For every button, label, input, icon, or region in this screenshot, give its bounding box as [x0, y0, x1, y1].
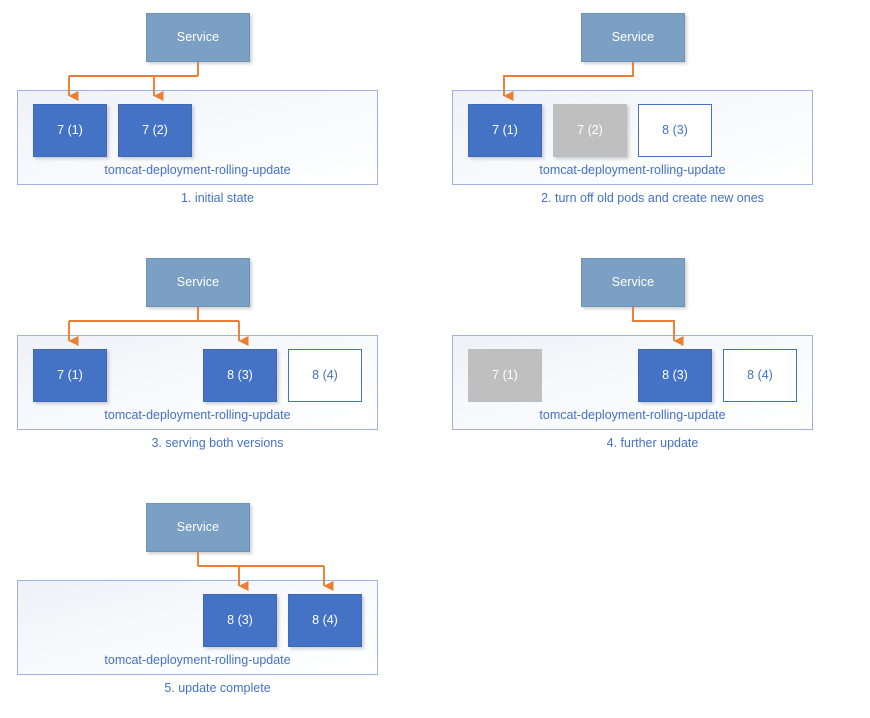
pod-slot-1: 7 (1)	[468, 104, 542, 157]
pod-row: 8 (3)8 (4)	[33, 594, 363, 647]
pod-box: 8 (3)	[638, 349, 712, 402]
deployment-container: 7 (1)7 (2) tomcat-deployment-rolling-upda…	[17, 90, 378, 185]
step-caption: 5. update complete	[164, 681, 271, 695]
pod-slot-1	[33, 594, 107, 647]
service-box: Service	[581, 258, 685, 307]
diagram-step-5: Service 8 (3)8 (4) tomcat-deployment-rolli…	[0, 490, 435, 715]
pod-slot-1: 7 (1)	[33, 104, 107, 157]
pod-box: 7 (1)	[468, 349, 542, 402]
service-label: Service	[176, 275, 220, 290]
pod-box: 8 (3)	[203, 349, 277, 402]
step-caption: 4. further update	[606, 436, 699, 450]
arrow-bus	[69, 62, 199, 77]
deployment-name-label: tomcat-deployment-rolling-update	[539, 162, 726, 177]
pod-slot-1: 7 (1)	[33, 349, 107, 402]
pod-slot-3: 8 (3)	[638, 104, 712, 157]
pod-box: 7 (1)	[33, 349, 107, 402]
arrow-bus	[69, 307, 239, 322]
pod-slot-4	[723, 104, 797, 157]
pod-slot-4: 8 (4)	[288, 594, 362, 647]
deployment-name-label: tomcat-deployment-rolling-update	[104, 407, 291, 422]
pod-slot-2: 7 (2)	[118, 104, 192, 157]
pod-slot-3: 8 (3)	[203, 349, 277, 402]
pod-box: 8 (3)	[638, 104, 712, 157]
deployment-name-label: tomcat-deployment-rolling-update	[104, 652, 291, 667]
service-box: Service	[146, 13, 250, 62]
step-caption: 1. initial state	[181, 191, 254, 205]
pod-box: 8 (4)	[288, 594, 362, 647]
diagram-step-4: Service 7 (1) 8 (3)8 (4) tomcat-deployment-…	[435, 245, 870, 470]
step-caption: 2. turn off old pods and create new ones	[541, 191, 764, 205]
pod-slot-4	[288, 104, 362, 157]
service-label: Service	[176, 520, 220, 535]
pod-slot-3: 8 (3)	[638, 349, 712, 402]
step-caption: 3. serving both versions	[151, 436, 284, 450]
diagram-step-3: Service 7 (1) 8 (3)8 (4) tomcat-deployment-…	[0, 245, 435, 470]
pod-box: 7 (2)	[118, 104, 192, 157]
pod-slot-3: 8 (3)	[203, 594, 277, 647]
deployment-container: 7 (1) 8 (3)8 (4) tomcat-deployment-rolling…	[452, 335, 813, 430]
pod-box: 8 (3)	[203, 594, 277, 647]
service-label: Service	[611, 275, 655, 290]
pod-row: 7 (1) 8 (3)8 (4)	[468, 349, 798, 402]
diagram-step-2: Service 7 (1)7 (2)8 (3) tomcat-deployment-…	[435, 0, 870, 225]
service-box: Service	[146, 503, 250, 552]
service-label: Service	[611, 30, 655, 45]
pod-box: 8 (4)	[723, 349, 797, 402]
pod-row: 7 (1)7 (2)	[33, 104, 363, 157]
pod-row: 7 (1) 8 (3)8 (4)	[33, 349, 363, 402]
pod-box: 8 (4)	[288, 349, 362, 402]
pod-slot-3	[203, 104, 277, 157]
pod-slot-2: 7 (2)	[553, 104, 627, 157]
deployment-container: 7 (1) 8 (3)8 (4) tomcat-deployment-rolling…	[17, 335, 378, 430]
deployment-name-label: tomcat-deployment-rolling-update	[104, 162, 291, 177]
arrow-bus	[197, 552, 324, 567]
pod-box: 7 (1)	[33, 104, 107, 157]
pod-slot-4: 8 (4)	[288, 349, 362, 402]
pod-slot-4: 8 (4)	[723, 349, 797, 402]
deployment-container: 8 (3)8 (4) tomcat-deployment-rolling-upda…	[17, 580, 378, 675]
service-label: Service	[176, 30, 220, 45]
service-box: Service	[146, 258, 250, 307]
service-box: Service	[581, 13, 685, 62]
deployment-container: 7 (1)7 (2)8 (3) tomcat-deployment-rolling…	[452, 90, 813, 185]
pod-slot-1: 7 (1)	[468, 349, 542, 402]
deployment-name-label: tomcat-deployment-rolling-update	[539, 407, 726, 422]
pod-slot-2	[118, 349, 192, 402]
pod-slot-2	[553, 349, 627, 402]
pod-box: 7 (2)	[553, 104, 627, 157]
pod-box: 7 (1)	[468, 104, 542, 157]
diagram-step-1: Service 7 (1)7 (2) tomcat-deployment-rolli…	[0, 0, 435, 225]
pod-slot-2	[118, 594, 192, 647]
pod-row: 7 (1)7 (2)8 (3)	[468, 104, 798, 157]
